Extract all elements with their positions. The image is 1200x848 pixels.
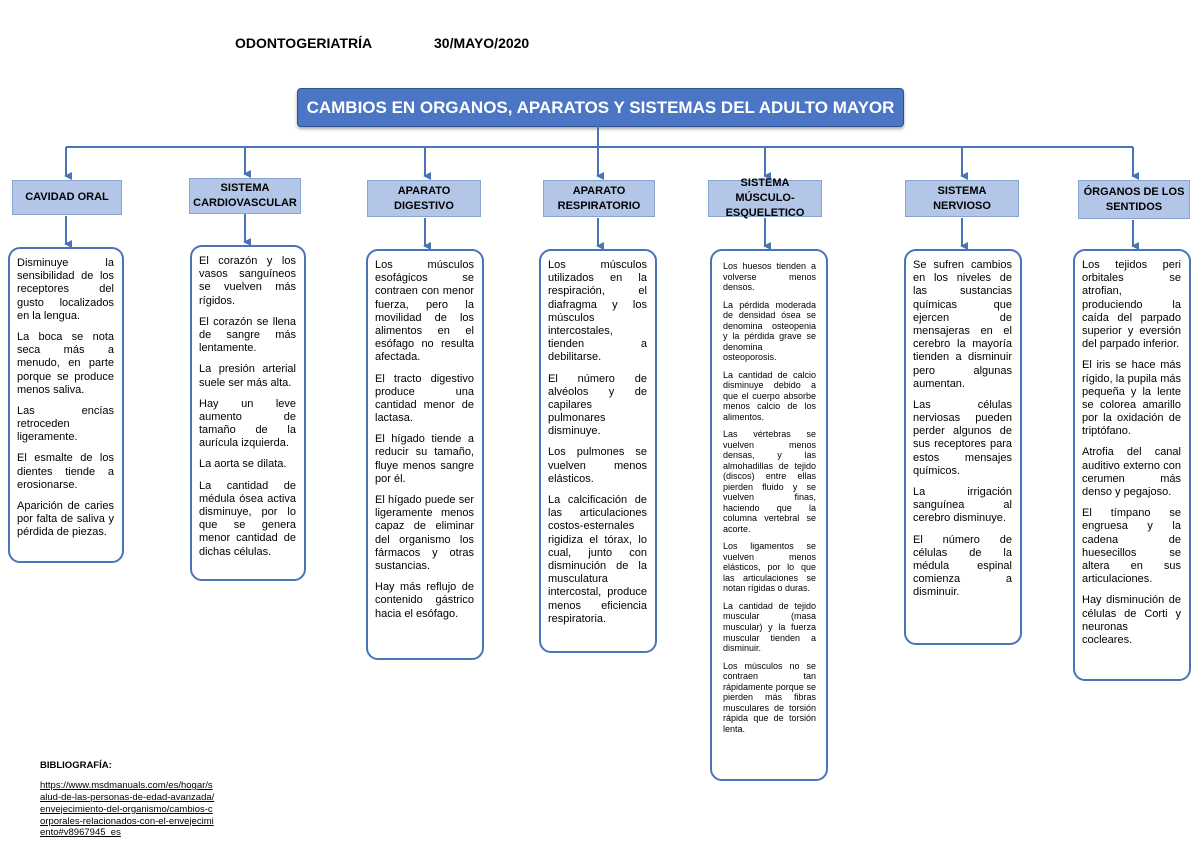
category-organos-de-los-sentidos: ÓRGANOS DE LOS SENTIDOS bbox=[1078, 180, 1190, 219]
list-item: Hay un leve aumento de tamaño de la aurí… bbox=[199, 397, 296, 450]
bibliography-label: BIBLIOGRAFÍA: bbox=[40, 760, 112, 771]
category-sistema-cardiovascular: SISTEMA CARDIOVASCULAR bbox=[189, 178, 301, 214]
list-item: La boca se nota seca más a menudo, en pa… bbox=[17, 330, 114, 396]
list-item: La cantidad de médula ósea activa dismin… bbox=[199, 479, 296, 558]
list-item: Las vértebras se vuelven menos densas, y… bbox=[723, 429, 816, 534]
list-item: Las encías retroceden ligeramente. bbox=[17, 404, 114, 444]
category-sistema-musculo-esqueletico: SISTEMA MÚSCULO-ESQUELETICO bbox=[708, 177, 822, 219]
bibliography-link[interactable]: https://www.msdmanuals.com/es/hogar/salu… bbox=[40, 779, 215, 839]
list-item: La irrigación sanguínea al cerebro dismi… bbox=[913, 486, 1012, 525]
list-item: El corazón se llena de sangre más lentam… bbox=[199, 315, 296, 355]
list-item: Las células nerviosas pueden perder algu… bbox=[913, 398, 1012, 477]
list-item: El corazón y los vasos sanguíneos se vue… bbox=[199, 255, 296, 307]
category-cavidad-oral: CAVIDAD ORAL bbox=[12, 180, 122, 215]
list-item: Atrofia del canal auditivo externo con c… bbox=[1082, 446, 1181, 498]
list-item: Los tejidos peri orbitales se atrofian, … bbox=[1082, 259, 1181, 351]
box-aparato-respiratorio: Los músculos utilizados en la respiració… bbox=[539, 249, 657, 653]
list-item: Los pulmones se vuelven menos elásticos. bbox=[548, 446, 647, 485]
bibliography: BIBLIOGRAFÍA: https://www.msdmanuals.com… bbox=[40, 760, 215, 839]
list-item: Los músculos utilizados en la respiració… bbox=[548, 259, 647, 364]
list-item: El esmalte de los dientes tiende a erosi… bbox=[17, 452, 114, 491]
list-item: Aparición de caries por falta de saliva … bbox=[17, 500, 114, 539]
main-title: CAMBIOS EN ORGANOS, APARATOS Y SISTEMAS … bbox=[297, 88, 904, 127]
list-item: Los huesos tienden a volverse menos dens… bbox=[723, 261, 816, 293]
list-item: El iris se hace más rígido, la pupila má… bbox=[1082, 359, 1181, 438]
list-item: Los músculos no se contraen tan rápidame… bbox=[723, 660, 816, 734]
box-aparato-digestivo: Los músculos esofágicos se contraen con … bbox=[366, 249, 484, 660]
list-item: Hay más reflujo de contenido gástrico ha… bbox=[375, 581, 474, 620]
list-item: Disminuye la sensibilidad de los recepto… bbox=[17, 257, 114, 322]
box-sistema-musculo-esqueletico: Los huesos tienden a volverse menos dens… bbox=[710, 249, 828, 781]
list-item: Se sufren cambios en los niveles de las … bbox=[913, 259, 1012, 390]
list-item: La presión arterial suele ser más alta. bbox=[199, 363, 296, 389]
list-item: El tímpano se engruesa y la cadena de hu… bbox=[1082, 507, 1181, 586]
category-aparato-digestivo: APARATO DIGESTIVO bbox=[367, 180, 481, 217]
box-cavidad-oral: Disminuye la sensibilidad de los recepto… bbox=[8, 247, 124, 563]
list-item: El tracto digestivo produce una cantidad… bbox=[375, 372, 474, 425]
box-organos-de-los-sentidos: Los tejidos peri orbitales se atrofian, … bbox=[1073, 249, 1191, 681]
category-aparato-respiratorio: APARATO RESPIRATORIO bbox=[543, 180, 655, 217]
list-item: El hígado puede ser ligeramente menos ca… bbox=[375, 494, 474, 572]
list-item: La cantidad de tejido muscular (masa mus… bbox=[723, 600, 816, 654]
category-sistema-nervioso: SISTEMA NERVIOSO bbox=[905, 180, 1019, 217]
list-item: Los ligamentos se vuelven menos elástico… bbox=[723, 541, 816, 594]
list-item: La aorta se dilata. bbox=[199, 458, 287, 471]
box-sistema-cardiovascular: El corazón y los vasos sanguíneos se vue… bbox=[190, 245, 306, 581]
box-sistema-nervioso: Se sufren cambios en los niveles de las … bbox=[904, 249, 1022, 645]
list-item: Los músculos esofágicos se contraen con … bbox=[375, 259, 474, 364]
list-item: El número de células de la médula espina… bbox=[913, 533, 1012, 599]
subject-label: ODONTOGERIATRÍA bbox=[235, 35, 373, 51]
list-item: La pérdida moderada de densidad ósea se … bbox=[723, 299, 816, 363]
list-item: La calcificación de las articulaciones c… bbox=[548, 494, 647, 625]
date-label: 30/MAYO/2020 bbox=[434, 35, 530, 51]
list-item: El número de alvéolos y de capilares pul… bbox=[548, 372, 647, 438]
list-item: La cantidad de calcio disminuye debido a… bbox=[723, 369, 816, 422]
list-item: Hay disminución de células de Corti y ne… bbox=[1082, 594, 1181, 646]
list-item: El hígado tiende a reducir su tamaño, fl… bbox=[375, 433, 474, 485]
